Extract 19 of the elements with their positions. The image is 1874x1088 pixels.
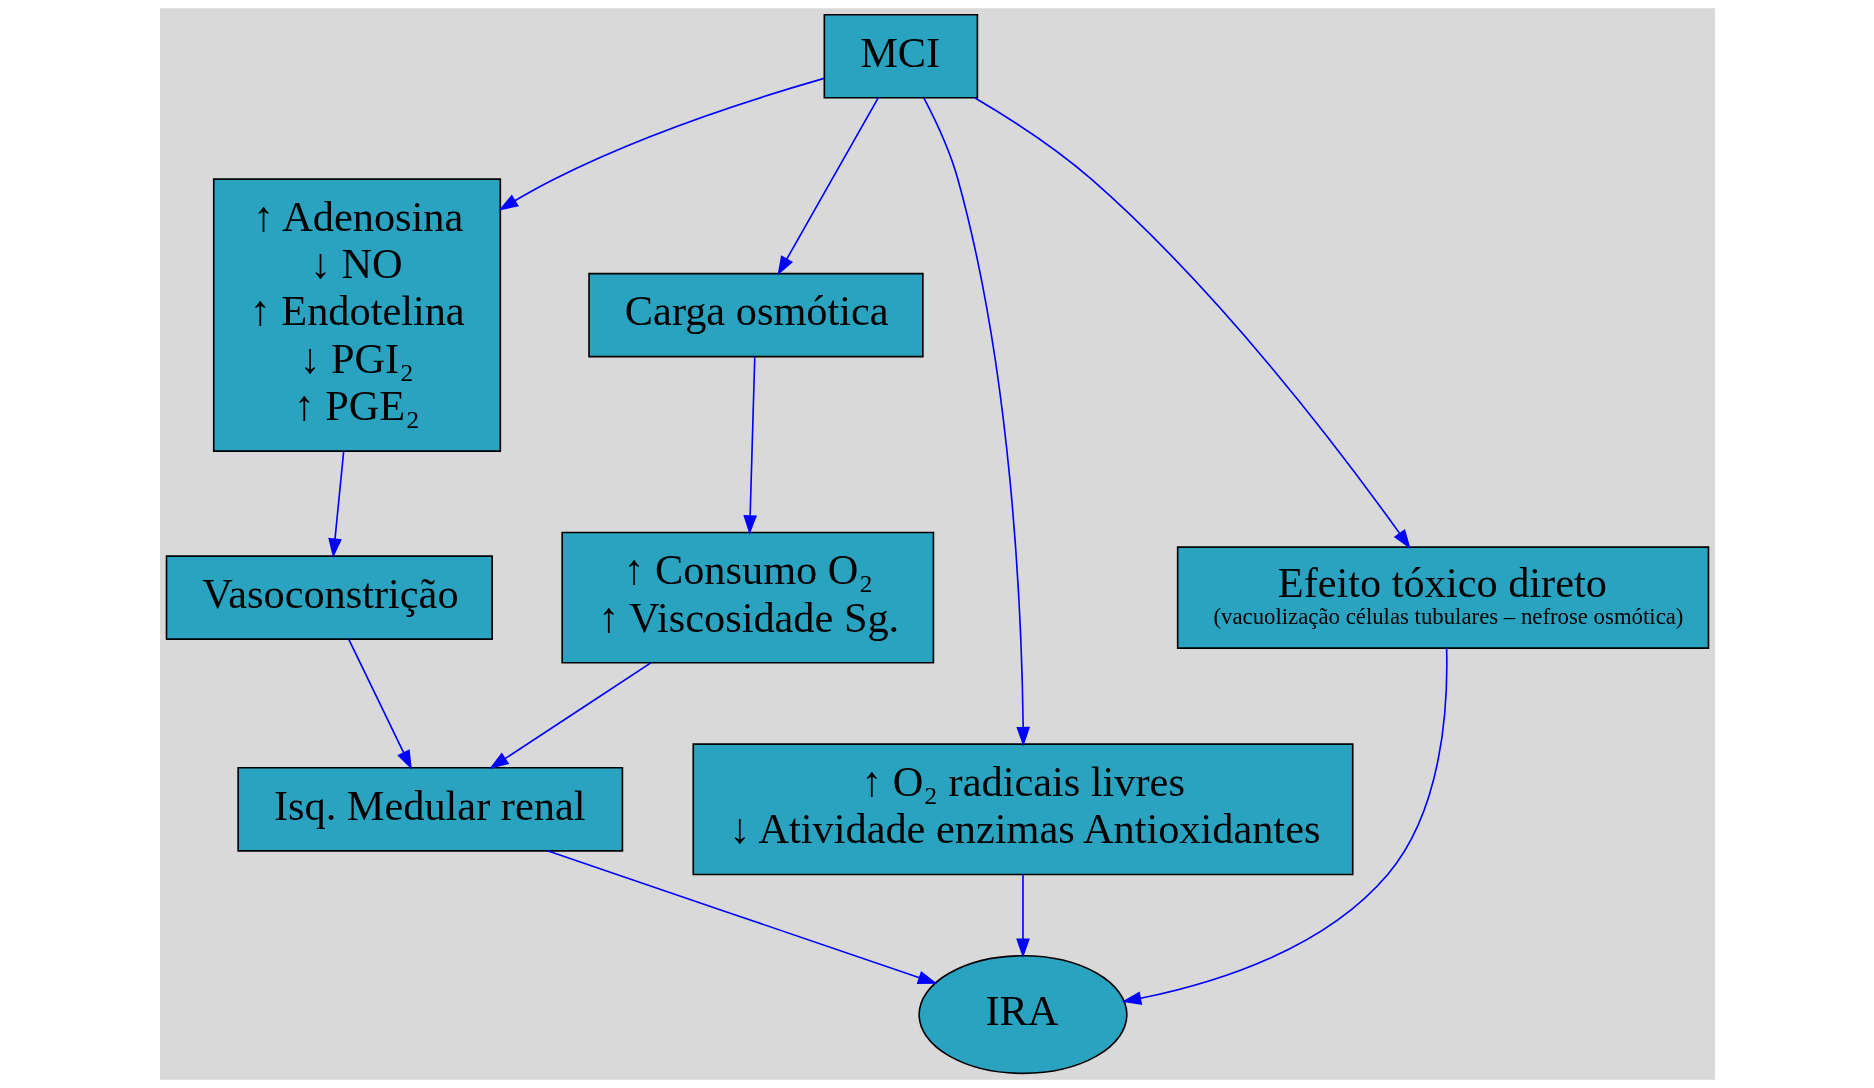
node-box: Carga osmótica	[587, 272, 924, 358]
node-box: ↑ Adenosina ↓ NO ↑ Endotelina ↓ PGI₂ ↑ PGE₂	[212, 178, 501, 452]
node-box: ↑ Consumo O₂ ↑ Viscosidade Sg.	[560, 531, 934, 664]
node-box: MCI	[823, 13, 978, 99]
node-box: Isq. Medular renal	[236, 766, 623, 852]
arrow	[776, 97, 879, 276]
node-box: Efeito tóxico direto (vacuolização células tubulares – nefrose osmótica)	[1176, 546, 1709, 649]
arrow	[1121, 647, 1448, 1005]
arrow	[488, 662, 652, 769]
arrow	[922, 97, 1030, 747]
node-box: Vasoconstrição	[165, 555, 493, 640]
arrow	[327, 450, 344, 558]
arrow	[1015, 874, 1030, 959]
arrow	[546, 850, 937, 984]
arrow	[498, 77, 825, 211]
arrow	[973, 97, 1411, 549]
arrow	[742, 355, 757, 535]
arrow	[347, 638, 412, 770]
node-box: ↑ O₂ radicais livres ↓ Atividade enzimas Antioxidantes	[691, 743, 1354, 876]
